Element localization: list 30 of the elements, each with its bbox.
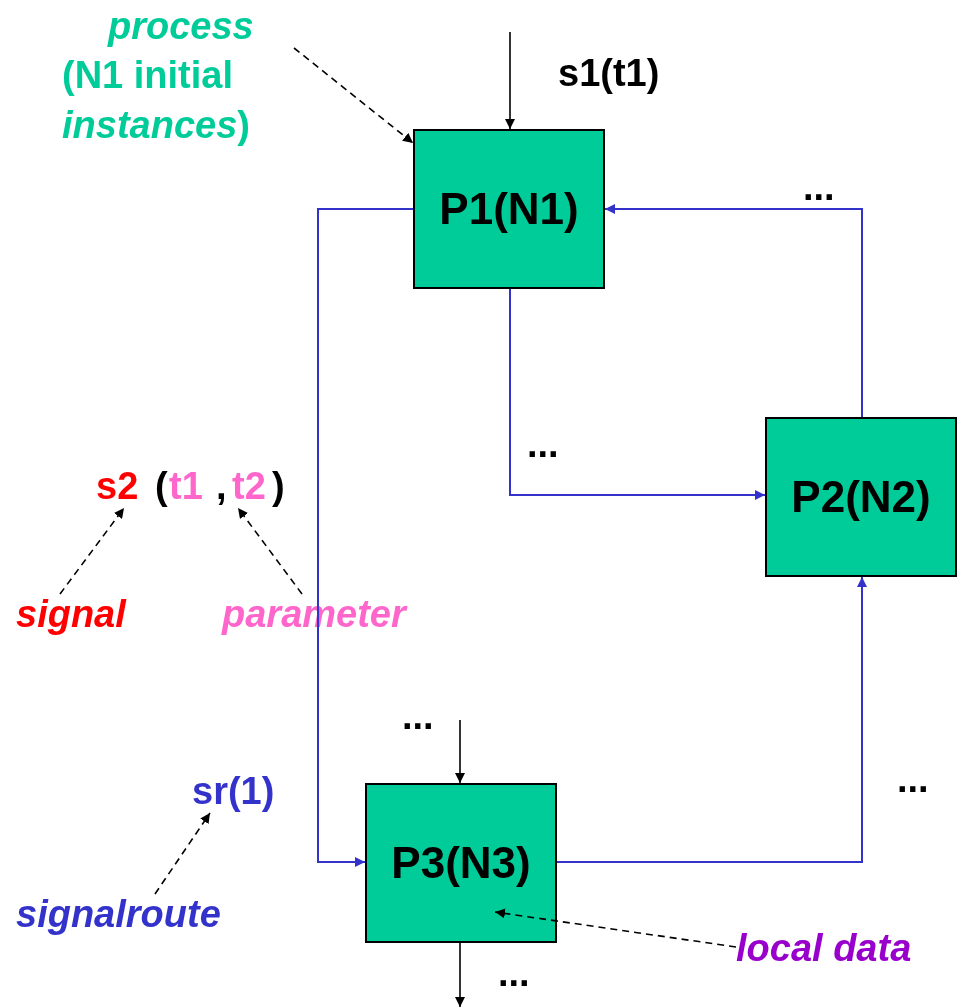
annotation-text: t2 xyxy=(232,466,272,508)
process-box xyxy=(365,783,557,943)
leader-line xyxy=(154,812,211,895)
annotation-text: sr(1) xyxy=(192,771,288,813)
leader-line xyxy=(494,908,737,948)
annotation-text: , xyxy=(216,467,227,505)
leader-line xyxy=(237,507,303,595)
annotation-text: t1 xyxy=(169,467,203,505)
leader-line xyxy=(293,47,414,144)
process-box xyxy=(413,129,605,289)
arrow xyxy=(505,31,515,130)
process-name: P1(N1) xyxy=(439,184,579,234)
annotation-text: (N1 initial instances) xyxy=(62,53,251,148)
annotation-text: local data xyxy=(736,928,938,972)
annotation-text: ( xyxy=(155,467,168,505)
annotation-text: signal xyxy=(16,594,144,638)
annotation-text: ) xyxy=(272,467,285,505)
arrow xyxy=(509,288,766,500)
annotation-text: s2 xyxy=(96,466,144,508)
arrow xyxy=(317,208,414,867)
annotation-text: signalroute xyxy=(16,894,252,938)
process-name: P3(N3) xyxy=(391,838,531,888)
process-name: P2(N2) xyxy=(791,472,931,522)
leader-line xyxy=(59,507,125,595)
process-box xyxy=(765,417,957,577)
arrow xyxy=(455,942,465,1007)
arrow xyxy=(604,204,863,418)
arrow xyxy=(556,576,867,863)
arrow xyxy=(455,719,465,784)
annotation-text: process xyxy=(106,4,255,49)
